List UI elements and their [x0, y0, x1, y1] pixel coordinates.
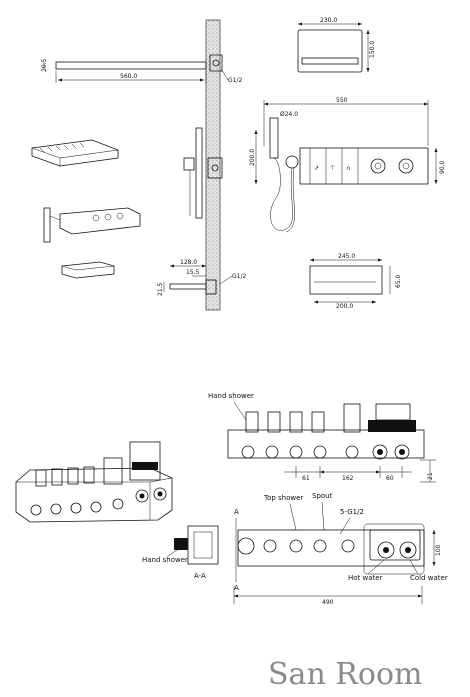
dim-spout-small: 15.5 [186, 269, 200, 276]
icon-topshower-sym: ⊤ [330, 165, 335, 172]
dim-spout-top-width: 245.0 [338, 253, 355, 260]
dim-spout-side: 65.0 [395, 274, 402, 288]
shower-arm-elevation: 560.0 20.5 G1/2 [41, 54, 242, 84]
spout-sketch [61, 261, 115, 279]
valve-sketch [43, 207, 141, 243]
label-top-shower: Top shower [263, 494, 303, 502]
front-thermostat-top [375, 403, 411, 421]
iso-cartridges [35, 457, 123, 487]
rough-in-box-iso [15, 441, 173, 523]
knob-flow [370, 158, 386, 174]
section-hand-shower-outlet [174, 538, 188, 550]
dim-162: 162 [342, 475, 354, 482]
label-hand-shower-side: Hand shower [142, 556, 188, 564]
label-section-aa: A-A [194, 572, 206, 580]
valve-body [59, 207, 141, 235]
hose-connector [285, 155, 299, 169]
wall-section [205, 19, 221, 311]
arm-wall-mount [209, 54, 223, 72]
spout-elevation: 128.0 15.5 G1/2 21.5 [157, 259, 246, 296]
dim-panel-height-right: 90.0 [439, 160, 446, 174]
label-cold-water: Cold water [410, 574, 448, 582]
panel-body [299, 147, 429, 185]
label-section-a-top: A [234, 508, 239, 516]
slide-bar [195, 127, 203, 219]
dim-arm-inlet: G1/2 [228, 77, 242, 84]
shower-head-plate [55, 61, 207, 70]
panel-front-view: ↗ ⊤ ∩ 550 Ø24.0 200.0 90.0 [249, 97, 446, 233]
label-hand-shower-top: Hand shower [208, 392, 254, 400]
wall [205, 19, 221, 311]
section-body [187, 525, 219, 565]
label-section-a-bottom: A [234, 584, 239, 592]
dim-head-depth: 150.0 [369, 41, 376, 58]
label-spout: Spout [312, 492, 333, 500]
dim-hose-dia: Ø24.0 [280, 111, 298, 118]
dim-panel-width: 550 [336, 97, 348, 104]
dim-60: 60 [386, 475, 394, 482]
label-hot-water: Hot water [348, 574, 383, 582]
shower-head-outline [297, 29, 363, 73]
front-box-frame [227, 429, 425, 459]
spout-body [61, 261, 115, 279]
shower-head-body [31, 139, 119, 167]
brand-watermark: San Room [268, 657, 422, 692]
hand-shower-handle [269, 117, 279, 159]
iso-thermostat-housing [129, 441, 161, 481]
shower-head-plan: 230.0 150.0 [297, 17, 376, 73]
dim-21: 21 [427, 472, 434, 480]
rough-in-plan: Top shower Spout 5-G1/2 A A Hot water Co… [233, 492, 448, 606]
dim-490: 490 [322, 599, 334, 606]
spout-plan-outline [309, 265, 383, 295]
icon-spout-sym: ∩ [346, 165, 350, 172]
dim-head-width: 230.0 [320, 17, 337, 24]
dim-spout-bottom-width: 200.0 [336, 303, 353, 310]
valve-hand-shower [43, 207, 51, 243]
spout-elevation-body [169, 283, 207, 290]
plan-box-frame [237, 529, 425, 567]
dim-spout-inlet: G1/2 [232, 273, 246, 280]
dim-arm-length: 560.0 [120, 73, 137, 80]
iso-box-frame [15, 467, 173, 523]
dim-spout-height: 21.5 [157, 282, 164, 296]
hand-shower-rail [183, 127, 223, 219]
dim-spout-offset: 128.0 [180, 259, 197, 266]
shower-holder [183, 157, 195, 171]
knob-temperature [398, 158, 414, 174]
rough-in-front-elevation: Hand shower 61 162 60 21 [208, 392, 436, 483]
outlet-elbow [207, 157, 223, 179]
section-a-a: Hand shower A-A [142, 525, 219, 580]
icon-handshower-sym: ↗ [314, 165, 319, 172]
dim-61: 61 [302, 475, 310, 482]
shower-hose [270, 157, 293, 231]
dim-panel-height-left: 200.0 [249, 149, 256, 166]
front-cartridges [245, 403, 361, 433]
label-thread: 5-G1/2 [340, 508, 364, 516]
dim-arm-height: 20.5 [41, 58, 48, 72]
dim-100: 100 [435, 544, 442, 556]
plan-mixer-body [369, 529, 421, 561]
shower-head-sketch [31, 139, 119, 167]
spout-plan: 245.0 200.0 65.0 [309, 253, 402, 310]
